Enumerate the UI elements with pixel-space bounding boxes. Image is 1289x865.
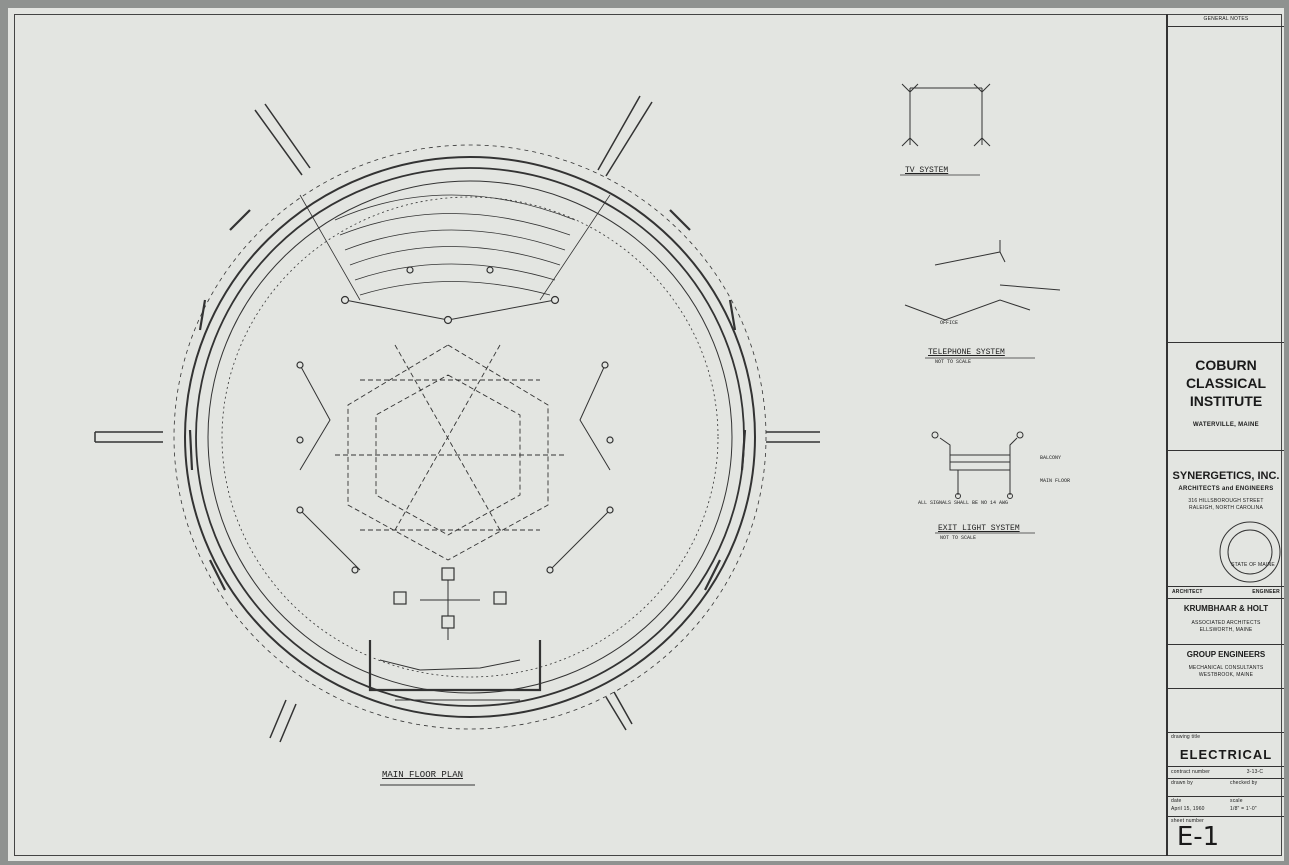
exit-wiring-note: ALL SIGNALS SHALL BE NO 14 AWG: [918, 500, 1009, 506]
drawn-by-label: drawn by: [1171, 780, 1193, 786]
main-floor-label: MAIN FLOOR: [1040, 478, 1071, 484]
engineer-role: MECHANICAL CONSULTANTS: [1188, 665, 1264, 671]
contract-number-label: contract number: [1171, 769, 1211, 775]
dome-inner-ring: [221, 196, 719, 678]
exit-light-system-title: EXIT LIGHT SYSTEM: [938, 524, 1020, 533]
drawing-title: ELECTRICAL: [1179, 747, 1273, 762]
telephone-system-diagram: [904, 240, 1061, 359]
client-line1: COBURN: [1195, 357, 1257, 373]
firm-address2: RALEIGH, NORTH CAROLINA: [1189, 505, 1263, 511]
firm-name: SYNERGETICS, INC.: [1172, 470, 1280, 482]
sheet-number-label: sheet number: [1171, 818, 1204, 824]
hexagon-grid: [335, 344, 565, 561]
drawing-sheet: [8, 8, 1284, 861]
exit-scale-note: NOT TO SCALE: [940, 535, 977, 541]
sheet-border: [14, 14, 1282, 856]
engineer-stamp: [1219, 521, 1281, 583]
main-floor-plan-title: MAIN FLOOR PLAN: [382, 770, 464, 780]
office-label: OFFICE: [940, 320, 959, 326]
telephone-scale-note: NOT TO SCALE: [935, 359, 972, 365]
associate-location: ELLSWORTH, MAINE: [1199, 627, 1253, 633]
associate-role: ASSOCIATED ARCHITECTS: [1191, 620, 1261, 626]
firm-address1: 316 HILLSBOROUGH STREET: [1188, 498, 1264, 504]
associate-name: KRUMBHAAR & HOLT: [1183, 604, 1269, 613]
circuit-lines: [299, 299, 611, 701]
tv-system-diagram: [900, 83, 991, 176]
contract-number: 3-13-C: [1246, 769, 1264, 775]
dome-ring-2: [195, 167, 745, 707]
engineer-location: WESTBROOK, MAINE: [1198, 672, 1254, 678]
dome-outer-ring: [184, 156, 756, 718]
tv-system-title: TV SYSTEM: [905, 166, 949, 175]
seating-arcs: [299, 194, 611, 301]
architect-label: ARCHITECT: [1172, 589, 1203, 595]
stamp-text: STATE OF MAINE: [1231, 562, 1275, 568]
entry-stubs: [94, 95, 820, 743]
drawing-date: April 15, 1960: [1171, 806, 1205, 812]
firm-role: ARCHITECTS and ENGINEERS: [1178, 486, 1274, 492]
client-line2: CLASSICAL: [1185, 375, 1267, 391]
sheet-number: E-1: [1176, 822, 1220, 852]
drawing-scale: 1/8" = 1'-0": [1230, 806, 1257, 812]
telephone-system-title: TELEPHONE SYSTEM: [928, 348, 1005, 357]
title-block: GENERAL NOTES COBURN CLASSICAL INSTITUTE…: [1166, 14, 1284, 856]
balcony-label: BALCONY: [1040, 455, 1062, 461]
date-label: date: [1171, 798, 1182, 804]
perimeter-walls: [188, 209, 747, 692]
client-location: WATERVILLE, MAINE: [1193, 422, 1259, 428]
exit-light-system-diagram: [931, 431, 1035, 534]
engineer-name: GROUP ENGINEERS: [1186, 650, 1266, 659]
dome-dashed-ring: [173, 144, 767, 730]
light-fixtures: [296, 266, 614, 629]
general-notes-header: GENERAL NOTES: [1203, 16, 1249, 22]
scale-label: scale: [1230, 798, 1243, 804]
engineer-label: ENGINEER: [1252, 589, 1280, 595]
client-line3: INSTITUTE: [1189, 393, 1263, 409]
drawing-title-label: drawing title: [1171, 734, 1201, 740]
checked-by-label: checked by: [1230, 780, 1258, 786]
dome-ring-3: [207, 180, 733, 694]
